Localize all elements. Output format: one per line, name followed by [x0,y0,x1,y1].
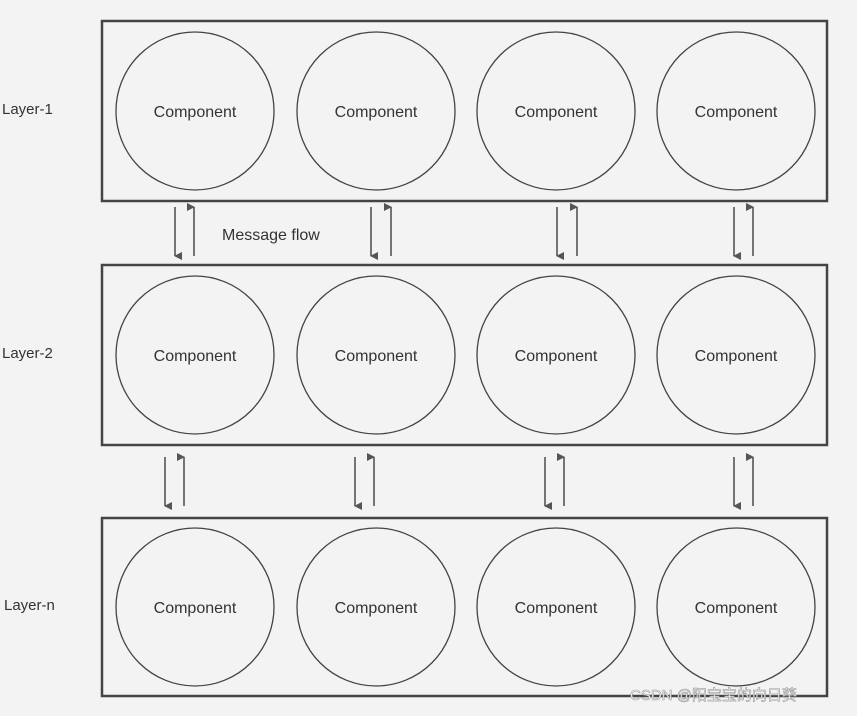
component-label: Component [335,600,418,617]
component-label: Component [335,348,418,365]
message-flow-arrows-upper [174,203,754,260]
component-node: Component [296,31,456,191]
component-node: Component [296,275,456,435]
component-label: Component [695,104,778,121]
component-node: Component [296,527,456,687]
layer-n-box [100,516,829,698]
component-label: Component [154,348,237,365]
component-node: Component [115,275,275,435]
component-label: Component [335,104,418,121]
component-node: Component [656,527,816,687]
component-label: Component [515,104,598,121]
layer-n-label: Layer-n [4,597,55,614]
component-node: Component [476,31,636,191]
layer-2: Layer-2 Component Component Component Co… [2,263,829,447]
message-flow-label: Message flow [222,227,320,244]
layer-2-box [100,263,829,447]
message-flow-arrows-lower [164,453,754,510]
layer-1: Layer-1 Component Component Component Co… [2,19,829,203]
component-node: Component [476,527,636,687]
component-label: Component [515,348,598,365]
component-label: Component [154,600,237,617]
component-label: Component [695,348,778,365]
component-node: Component [476,275,636,435]
component-label: Component [695,600,778,617]
layer-1-box [100,19,829,203]
layer-1-label: Layer-1 [2,101,53,118]
component-label: Component [154,104,237,121]
component-node: Component [115,31,275,191]
watermark: CSDN @阳宝宝的向日葵 [630,687,797,704]
component-node: Component [656,275,816,435]
layer-n: Layer-n Component Component Component Co… [4,516,829,698]
component-label: Component [515,600,598,617]
layer-2-label: Layer-2 [2,345,53,362]
component-node: Component [115,527,275,687]
component-node: Component [656,31,816,191]
